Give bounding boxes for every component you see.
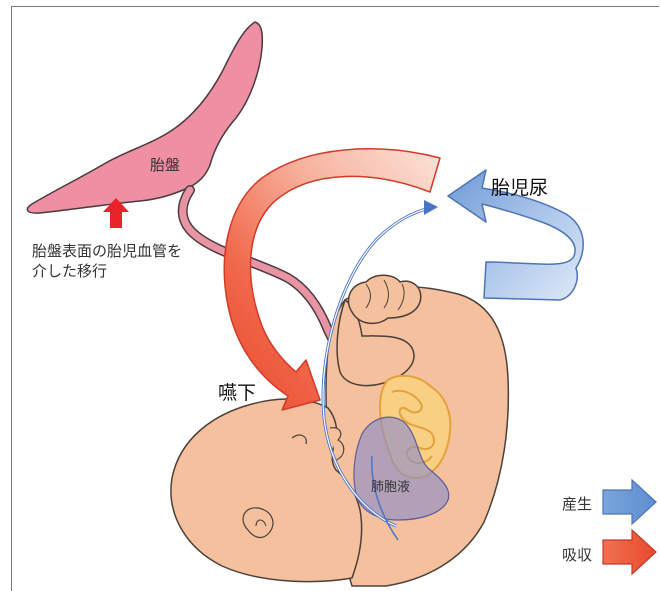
lung-fluid-label: 肺胞液: [371, 476, 410, 495]
placenta-label: 胎盤: [150, 154, 180, 175]
placenta-transfer-label-line1: 胎盤表面の胎児血管を: [32, 240, 182, 261]
absorption-legend-arrow: [603, 530, 656, 574]
legend-absorption-label: 吸収: [562, 544, 592, 565]
legend-production-label: 産生: [562, 493, 592, 514]
placenta-shape: [27, 22, 262, 213]
fetus-head: [171, 399, 362, 582]
fetal-urine-label: 胎児尿: [491, 173, 548, 200]
lung-fluid-arrowhead: [424, 200, 438, 215]
swallowing-label: 嚥下: [218, 378, 256, 405]
production-legend-arrow: [603, 480, 656, 524]
placenta-transfer-label-line2: 介した移行: [32, 260, 107, 281]
